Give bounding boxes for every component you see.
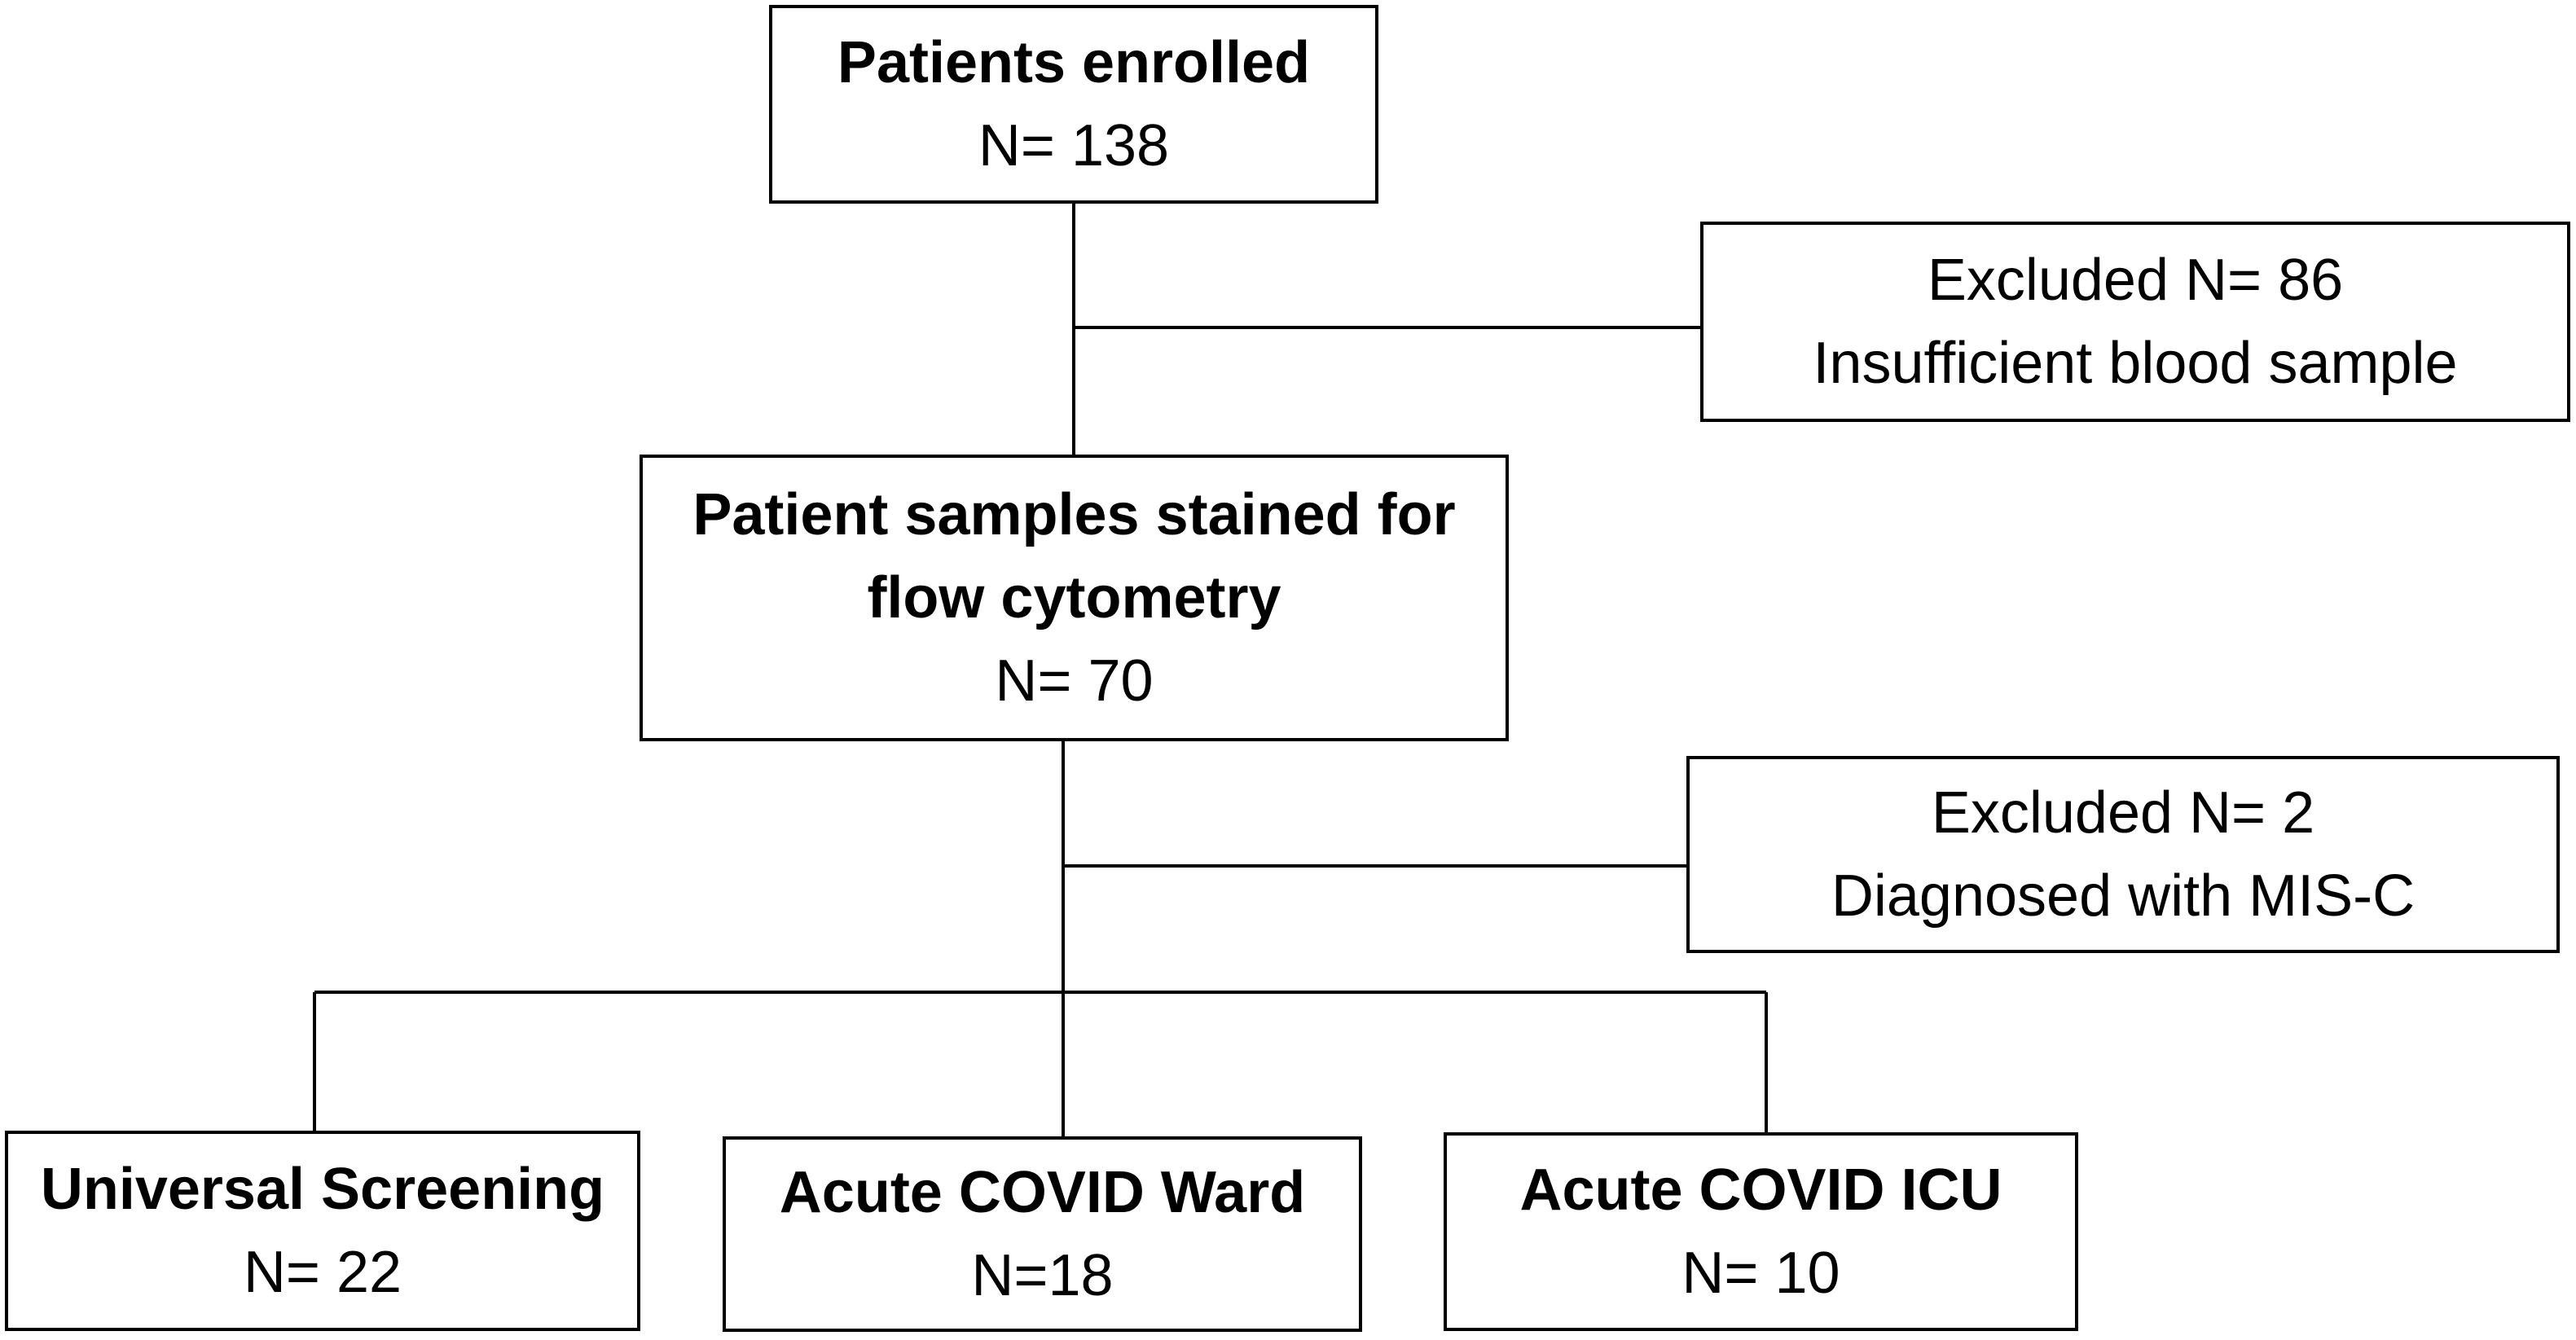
excluded-insufficient-reason: Insufficient blood sample [1813, 331, 2458, 396]
acute-covid-icu-title: Acute COVID ICU [1519, 1157, 2002, 1223]
excluded-misc-reason: Diagnosed with MIS-C [1831, 863, 2416, 929]
excluded-misc-box: Excluded N= 2 Diagnosed with MIS-C [1686, 756, 2560, 953]
acute-covid-ward-count: N=18 [971, 1243, 1114, 1308]
enrolled-title: Patients enrolled [837, 29, 1311, 95]
acute-covid-icu-box: Acute COVID ICU N= 10 [1444, 1132, 2078, 1331]
enrolled-count: N= 138 [978, 113, 1170, 178]
universal-screening-title: Universal Screening [40, 1156, 605, 1222]
stained-count: N= 70 [995, 648, 1154, 714]
stained-samples-box: Patient samples stained for flow cytomet… [640, 455, 1509, 741]
acute-covid-ward-box: Acute COVID Ward N=18 [723, 1136, 1362, 1332]
enrolled-box: Patients enrolled N= 138 [769, 5, 1378, 204]
acute-covid-ward-title: Acute COVID Ward [779, 1159, 1306, 1225]
stained-title-line1: Patient samples stained for [692, 481, 1456, 547]
excluded-misc-count: Excluded N= 2 [1931, 780, 2315, 846]
excluded-insufficient-count: Excluded N= 86 [1927, 247, 2344, 313]
universal-screening-box: Universal Screening N= 22 [5, 1131, 640, 1331]
stained-title-line2: flow cytometry [867, 565, 1281, 630]
universal-screening-count: N= 22 [243, 1240, 402, 1305]
acute-covid-icu-count: N= 10 [1681, 1241, 1840, 1306]
excluded-insufficient-box: Excluded N= 86 Insufficient blood sample [1700, 222, 2570, 422]
